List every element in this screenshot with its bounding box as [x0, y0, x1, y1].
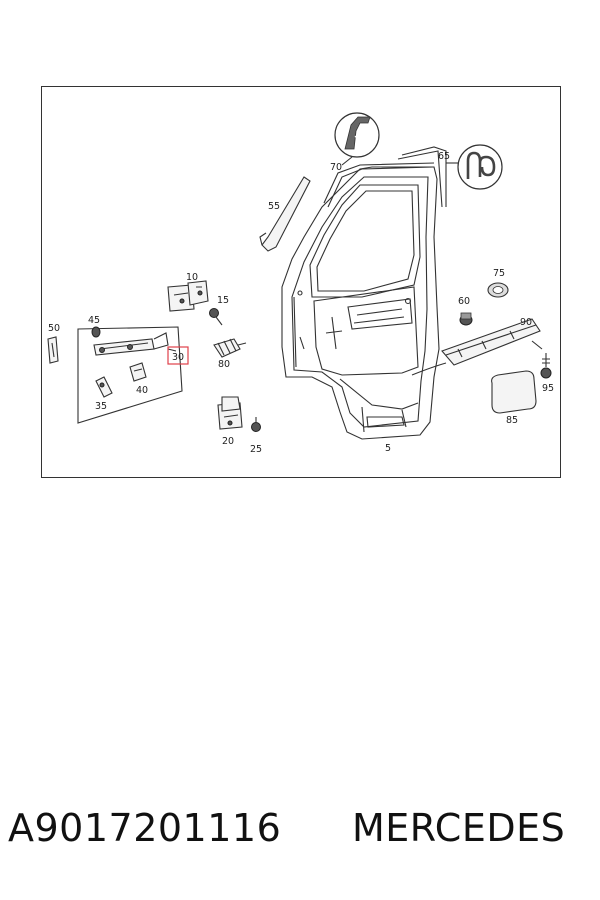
grommet-75: [487, 282, 509, 298]
check-stop-50: [47, 336, 59, 364]
seal-callout: [334, 112, 380, 158]
label-25: 25: [250, 444, 262, 455]
upper-hinge: [167, 280, 209, 312]
label-15: 15: [217, 295, 229, 306]
label-95: 95: [542, 383, 554, 394]
parts-diagram: 5 10 15 20 25 30 35 40 45 50 55 60 65 70…: [41, 86, 561, 478]
window-channel-strip: [261, 176, 311, 252]
outer-seal-callout: [457, 144, 503, 190]
outer-seal: [397, 150, 443, 208]
bracket-35: [95, 376, 113, 398]
highlight-box-30: [167, 346, 189, 365]
label-40: 40: [136, 385, 148, 396]
label-35: 35: [95, 401, 107, 412]
trim-strip: [411, 318, 541, 376]
label-65: 65: [438, 151, 450, 162]
label-80: 80: [218, 359, 230, 370]
bump-stop-80: [213, 338, 247, 358]
product-caption: A9017201116 MERCEDES: [8, 806, 600, 858]
label-90: 90: [520, 317, 532, 328]
label-10: 10: [186, 272, 198, 283]
door-assembly: [281, 166, 440, 440]
label-50: 50: [48, 323, 60, 334]
label-60: 60: [458, 296, 470, 307]
label-55: 55: [268, 201, 280, 212]
seal-strip: [323, 162, 435, 204]
part-number: A9017201116: [8, 806, 282, 850]
check-arm-45: [91, 326, 169, 356]
label-75: 75: [493, 268, 505, 279]
label-5: 5: [385, 443, 391, 454]
screw-15: [209, 308, 223, 326]
label-45: 45: [88, 315, 100, 326]
cover-pad: [491, 370, 537, 414]
check-assembly-outline: [77, 326, 183, 424]
brand-name: MERCEDES: [352, 806, 566, 850]
plug-60: [459, 312, 473, 326]
label-70: 70: [330, 162, 342, 173]
screw-95: [531, 340, 552, 379]
screw-25: [251, 417, 261, 432]
label-30: 30: [172, 352, 184, 363]
label-20: 20: [222, 436, 234, 447]
exploded-view-drawing: 5 10 15 20 25 30 35 40 45 50 55 60 65 70…: [47, 112, 554, 455]
lower-hinge: [217, 396, 243, 430]
label-85: 85: [506, 415, 518, 426]
bolt-40: [129, 362, 147, 382]
